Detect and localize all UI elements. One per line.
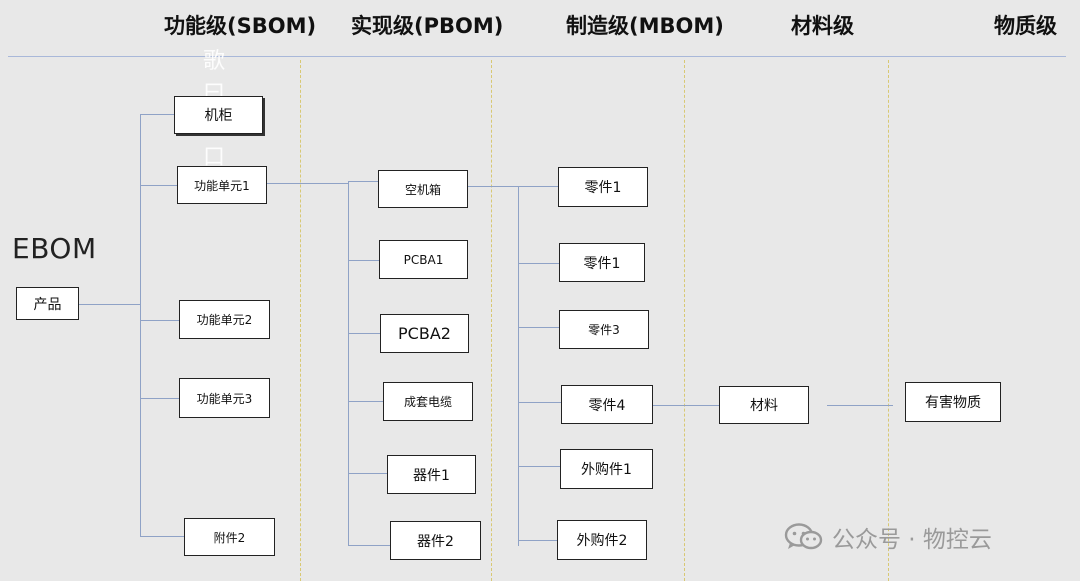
column-divider — [300, 60, 301, 581]
connector — [267, 183, 348, 184]
node-device-1: 器件1 — [387, 455, 476, 494]
column-divider — [491, 60, 492, 581]
node-pcba1: PCBA1 — [379, 240, 468, 279]
connector — [348, 473, 387, 474]
connector — [348, 260, 379, 261]
connector — [140, 114, 174, 115]
node-functional-unit-1: 功能单元1 — [177, 166, 267, 204]
connector — [140, 114, 141, 536]
connector — [518, 466, 560, 467]
connector — [348, 545, 390, 546]
node-pcba2: PCBA2 — [380, 314, 469, 353]
node-cable-set: 成套电缆 — [383, 382, 473, 421]
header-substance-level: 物质级 — [994, 14, 1057, 38]
connector — [348, 181, 349, 545]
connector — [518, 402, 561, 403]
connector — [518, 186, 558, 187]
node-functional-unit-2: 功能单元2 — [179, 300, 270, 339]
connector — [518, 327, 559, 328]
watermark-text: 公众号 · 物控云 — [832, 527, 992, 553]
connector — [518, 263, 559, 264]
node-accessory-2: 附件2 — [184, 518, 275, 556]
node-empty-chassis: 空机箱 — [378, 170, 468, 208]
node-cabinet: 机柜 — [174, 96, 263, 134]
column-divider — [888, 60, 889, 581]
connector — [140, 398, 179, 399]
ebom-label: EBOM — [12, 232, 97, 265]
header-rule — [8, 56, 1066, 57]
column-divider — [684, 60, 685, 581]
connector — [827, 405, 893, 406]
node-part-3: 零件3 — [559, 310, 649, 349]
node-functional-unit-3: 功能单元3 — [179, 378, 270, 418]
node-material: 材料 — [719, 386, 809, 424]
wechat-icon — [784, 523, 823, 550]
node-part-1b: 零件1 — [559, 243, 645, 282]
connector — [348, 333, 380, 334]
watermark: 公众号 · 物控云 — [784, 520, 992, 554]
node-part-4: 零件4 — [561, 385, 653, 424]
connector — [140, 536, 184, 537]
connector — [140, 320, 179, 321]
connector — [79, 304, 140, 305]
node-device-2: 器件2 — [390, 521, 481, 560]
node-product: 产品 — [16, 287, 79, 320]
header-manufacturing-level: 制造级(MBOM) — [566, 14, 724, 38]
header-implementation-level: 实现级(PBOM) — [351, 14, 504, 38]
connector — [468, 186, 518, 187]
connector — [518, 186, 519, 546]
node-hazardous-substance: 有害物质 — [905, 382, 1001, 422]
header-material-level: 材料级 — [791, 14, 854, 38]
node-part-1a: 零件1 — [558, 167, 648, 207]
connector — [653, 405, 719, 406]
connector — [348, 181, 378, 182]
header-functional-level: 功能级(SBOM) — [164, 14, 317, 38]
node-purchased-part-2: 外购件2 — [557, 520, 647, 560]
node-purchased-part-1: 外购件1 — [560, 449, 653, 489]
connector — [518, 540, 557, 541]
connector — [348, 401, 383, 402]
connector — [140, 185, 177, 186]
